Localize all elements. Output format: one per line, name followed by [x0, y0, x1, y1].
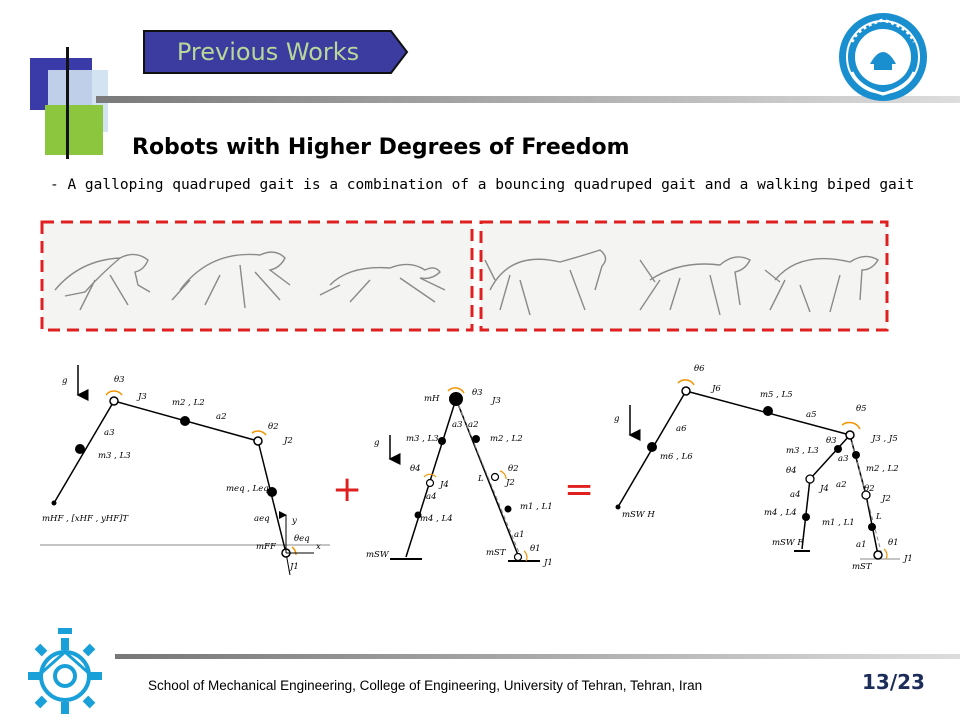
- svg-text:θ4: θ4: [410, 464, 421, 474]
- svg-text:θ2: θ2: [864, 484, 875, 494]
- svg-text:a4: a4: [790, 490, 800, 500]
- svg-text:a3: a3: [452, 420, 462, 430]
- svg-text:g: g: [374, 438, 380, 448]
- svg-text:m3 , L3: m3 , L3: [98, 451, 131, 461]
- robot-model-diagrams: .lbl{font-family:"DejaVu Serif",serif;fo…: [40, 364, 913, 576]
- bouncing-gait-box: [40, 220, 474, 332]
- svg-text:θ2: θ2: [268, 422, 279, 432]
- svg-text:θ3: θ3: [114, 375, 125, 385]
- decor-vertical-line: [66, 47, 69, 159]
- svg-text:θ1: θ1: [530, 544, 541, 554]
- svg-text:mST: mST: [486, 548, 507, 558]
- svg-text:a6: a6: [676, 424, 687, 434]
- svg-text:m2 , L2: m2 , L2: [172, 398, 205, 408]
- footer-gradient-bar: [115, 654, 960, 659]
- svg-text:a1: a1: [856, 540, 866, 550]
- svg-text:aeq: aeq: [254, 514, 270, 524]
- svg-text:a3: a3: [104, 428, 114, 438]
- svg-text:g: g: [62, 376, 68, 386]
- svg-text:meq , Leq: meq , Leq: [226, 484, 269, 494]
- svg-text:J3 , J5: J3 , J5: [870, 434, 898, 444]
- left-model: g θ3 J3 m2 , L2 a2 θ2 J2 a3 m3 , L3 meq …: [40, 365, 330, 576]
- svg-text:θeq: θeq: [294, 534, 310, 544]
- svg-text:L: L: [875, 512, 882, 522]
- svg-text:J2: J2: [504, 478, 515, 488]
- svg-text:J1: J1: [902, 554, 913, 564]
- svg-text:a3: a3: [838, 454, 848, 464]
- svg-text:y: y: [291, 516, 297, 526]
- section-banner-label: Previous Works: [176, 38, 360, 66]
- svg-text:a4: a4: [426, 492, 436, 502]
- engineering-college-gear-logo-icon: [28, 628, 102, 714]
- svg-text:m5 , L5: m5 , L5: [760, 390, 793, 400]
- svg-text:m2 , L2: m2 , L2: [490, 434, 523, 444]
- svg-text:a5: a5: [806, 410, 816, 420]
- svg-text:mSW: mSW: [366, 550, 390, 560]
- svg-text:m1 , L1: m1 , L1: [822, 518, 855, 528]
- svg-text:θ3: θ3: [472, 388, 483, 398]
- svg-text:m4 , L4: m4 , L4: [764, 508, 797, 518]
- svg-text:J2: J2: [282, 436, 293, 446]
- right-model: g θ6 J6 m5 , L5 a5 θ5 θ3 J3 , J5 a6 m6 ,…: [614, 364, 913, 572]
- footer-institution: School of Mechanical Engineering, Colleg…: [148, 678, 703, 693]
- svg-text:J4: J4: [438, 480, 449, 490]
- svg-text:m6 , L6: m6 , L6: [660, 452, 693, 462]
- svg-text:a2: a2: [836, 480, 846, 490]
- svg-text:θ6: θ6: [694, 364, 705, 374]
- svg-text:a1: a1: [514, 530, 524, 540]
- svg-text:a2: a2: [216, 412, 226, 422]
- cheetah-sketches: [54, 249, 879, 316]
- svg-text:m1 , L1: m1 , L1: [520, 502, 553, 512]
- svg-text:J4: J4: [818, 484, 829, 494]
- equals-symbol: =: [564, 469, 594, 510]
- svg-text:J2: J2: [880, 494, 891, 504]
- svg-text:θ2: θ2: [508, 464, 519, 474]
- svg-text:J3: J3: [136, 392, 147, 402]
- gait-photo-strip: [40, 220, 889, 332]
- svg-text:θ1: θ1: [888, 538, 899, 548]
- svg-text:mSW F: mSW F: [772, 538, 804, 548]
- svg-text:mH: mH: [424, 394, 440, 404]
- svg-text:mST: mST: [852, 562, 873, 572]
- svg-text:J1: J1: [288, 562, 299, 572]
- svg-text:J6: J6: [710, 384, 721, 394]
- walking-gait-box: [479, 220, 889, 332]
- svg-text:m3 , L3: m3 , L3: [406, 434, 439, 444]
- university-of-tehran-seal-icon: [839, 13, 927, 101]
- svg-text:mFF: mFF: [256, 542, 277, 552]
- svg-text:m4 , L4: m4 , L4: [420, 514, 453, 524]
- middle-model: g mH θ3 J3 a3 a2 m3 , L3 m2 , L2 θ4 θ2 J…: [366, 387, 553, 568]
- svg-text:θ5: θ5: [856, 404, 867, 414]
- svg-text:J3: J3: [490, 396, 501, 406]
- svg-text:L: L: [477, 474, 484, 484]
- svg-text:θ3: θ3: [826, 436, 837, 446]
- section-banner-shape: [143, 30, 409, 74]
- plus-symbol: +: [332, 469, 362, 510]
- svg-text:g: g: [614, 414, 620, 424]
- svg-text:θ4: θ4: [786, 466, 797, 476]
- svg-text:m2 , L2: m2 , L2: [866, 464, 899, 474]
- header-gradient-bar: [96, 96, 960, 103]
- svg-text:mSW H: mSW H: [622, 510, 655, 520]
- svg-text:x: x: [316, 542, 321, 552]
- page-number: 13/23: [862, 670, 925, 694]
- svg-text:J1: J1: [542, 558, 553, 568]
- svg-text:m3 , L3: m3 , L3: [786, 446, 819, 456]
- slide-bullet: - A galloping quadruped gait is a combin…: [50, 177, 915, 193]
- svg-text:a2: a2: [468, 420, 478, 430]
- decor-green-square: [45, 105, 103, 155]
- slide-title: Robots with Higher Degrees of Freedom: [132, 135, 630, 160]
- svg-text:mHF , [xHF , yHF]T: mHF , [xHF , yHF]T: [42, 514, 129, 524]
